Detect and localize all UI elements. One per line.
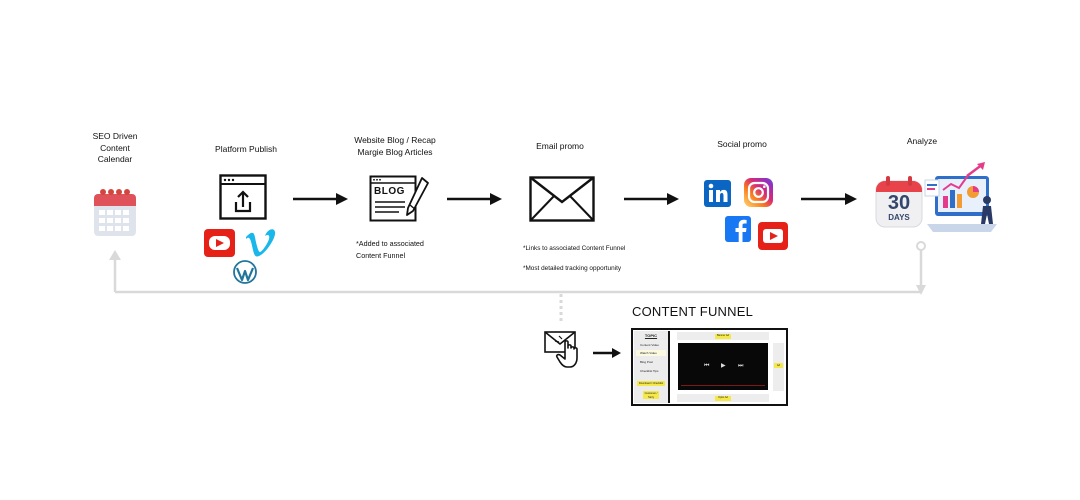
step-label-seo-calendar: SEO Driven Content Calendar	[70, 131, 160, 166]
mockup-download-button-label: Download / Checklist	[638, 381, 664, 385]
label-line: Platform Publish	[215, 144, 277, 154]
mockup-bottom-banner: Optin Ad	[677, 394, 769, 402]
mockup-download-button: Download / Checklist	[637, 381, 665, 386]
step-label-social-promo: Social promo	[692, 139, 792, 151]
label-line: Analyze	[906, 136, 938, 146]
analytics-dashboard-illustration	[924, 162, 997, 232]
mockup-top-banner: Banner Ad	[677, 332, 769, 340]
step-label-platform-publish: Platform Publish	[196, 144, 296, 156]
label-line: Content	[100, 142, 130, 153]
video-progress-bar[interactable]	[681, 385, 765, 386]
upload-window-icon	[219, 174, 267, 220]
email-note-2: *Most detailed tracking opportunity	[523, 265, 622, 272]
blog-note: *Added to associated Content Funnel	[356, 238, 466, 262]
content-funnel-title: CONTENT FUNNEL	[632, 304, 754, 319]
facebook-icon	[725, 216, 751, 242]
youtube-icon	[758, 222, 788, 250]
play-icon[interactable]: ▶	[721, 363, 726, 369]
label-line: Calendar	[97, 154, 133, 164]
envelope-icon	[529, 176, 595, 222]
note-line: Content Funnel	[356, 251, 406, 260]
step-label-analyze: Analyze	[872, 136, 972, 148]
mockup-right-box: Ad	[773, 343, 784, 391]
label-line: SEO Driven	[92, 131, 138, 141]
mockup-story-button: Customer / Story	[643, 391, 659, 399]
vimeo-icon	[246, 229, 276, 257]
calendar-30-days-icon	[875, 176, 923, 228]
mockup-side-item: Blog Post	[640, 360, 653, 364]
funnel-page-mockup: TOPIC Content Video Watch Video Blog Pos…	[631, 328, 788, 406]
step-label-email-promo: Email promo	[510, 141, 610, 153]
label-line: Website Blog / Recap	[354, 135, 436, 145]
mockup-top-banner-label: Banner Ad	[716, 334, 730, 337]
calendar-days-text: DAYS	[888, 213, 910, 222]
blog-icon-text: BLOG	[374, 186, 405, 197]
step-label-blog: Website Blog / Recap Margie Blog Article…	[330, 135, 460, 158]
linkedin-icon	[704, 180, 731, 207]
mockup-right-box-label: Ad	[776, 363, 781, 367]
mockup-story-button-label: Customer / Story	[644, 392, 658, 399]
mockup-side-item: Watch Video	[640, 351, 657, 355]
mockup-right-box-tag: Ad	[774, 363, 783, 368]
youtube-icon	[204, 229, 235, 257]
next-icon[interactable]: ⏭	[738, 363, 744, 369]
note-line: *Added to associated	[356, 239, 424, 248]
mockup-side-item-highlight	[636, 350, 666, 356]
label-line: Social promo	[717, 139, 767, 149]
mockup-sidebar: TOPIC Content Video Watch Video Blog Pos…	[634, 331, 670, 403]
video-controls: ⏮ ▶ ⏭	[704, 362, 744, 370]
email-click-icon	[544, 331, 578, 368]
mockup-side-item: Content Video	[640, 343, 659, 347]
wordpress-icon	[233, 260, 257, 284]
label-line: Email promo	[536, 141, 584, 151]
email-note-1: *Links to associated Content Funnel	[523, 245, 626, 252]
mockup-video-player[interactable]: ⏮ ▶ ⏭	[678, 343, 768, 390]
analytics-icon: 30 DAYS	[871, 160, 1001, 240]
mockup-topic-heading: TOPIC	[644, 333, 658, 338]
mockup-bottom-banner-label: Optin Ad	[718, 396, 728, 399]
calendar-number: 30	[887, 192, 911, 214]
calendar-icon	[94, 189, 136, 236]
blog-icon: BLOG	[369, 175, 431, 223]
previous-icon[interactable]: ⏮	[704, 363, 710, 369]
instagram-icon	[744, 178, 773, 207]
mockup-top-banner-tag: Banner Ad	[715, 333, 731, 339]
mockup-bottom-banner-tag: Optin Ad	[715, 395, 731, 401]
label-line: Margie Blog Articles	[357, 146, 433, 157]
mockup-side-item: Checklist Tips	[640, 369, 659, 373]
